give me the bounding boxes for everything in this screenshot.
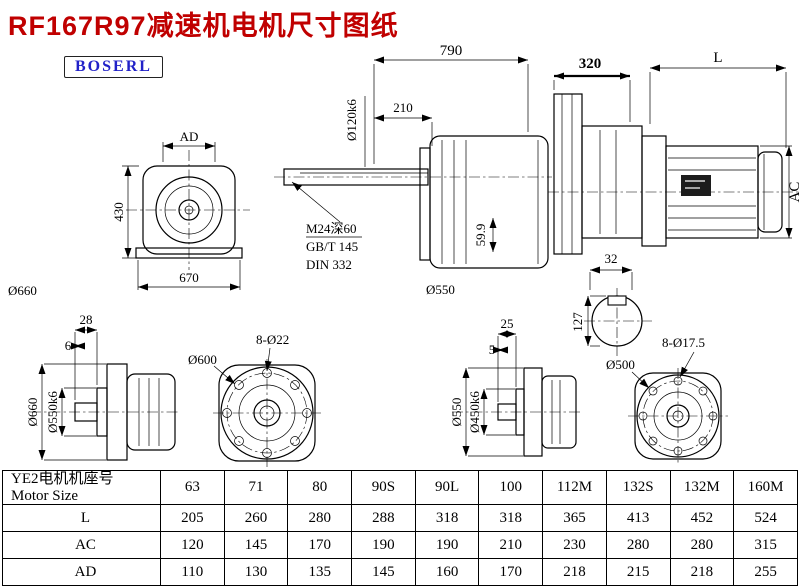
thread-callout: M24深60 — [306, 221, 357, 236]
dim-flange1-spigot: Ø550k6 — [45, 391, 60, 433]
table-cell: 288 — [351, 504, 416, 532]
dim-660-label: Ø660 — [8, 283, 37, 298]
dim-599: 59.9 — [473, 224, 488, 247]
table-cell: 145 — [351, 558, 416, 586]
standard-din: DIN 332 — [306, 257, 352, 272]
dim-500: Ø500 — [606, 357, 635, 372]
table-header-row: YE2电机机座号 Motor Size 63 71 80 90S 90L 100… — [2, 470, 798, 505]
front-view: AD 430 670 Ø660 — [8, 129, 250, 298]
table-cell: 218 — [542, 558, 607, 586]
dim-flange1-od: Ø660 — [25, 398, 40, 427]
table-size-cell: 63 — [160, 470, 225, 505]
motor-size-table: YE2电机机座号 Motor Size 63 71 80 90S 90L 100… — [2, 470, 798, 586]
table-row-AD: AD 110 130 135 145 160 170 218 215 218 2… — [2, 558, 798, 586]
dim-flange2-od: Ø550 — [449, 398, 464, 427]
dim-bolt-holes-1: 8-Ø22 — [256, 332, 289, 347]
table-cell: 260 — [223, 504, 289, 532]
table-cell: 170 — [478, 558, 544, 586]
dim-600: Ø600 — [188, 352, 217, 367]
table-cell: 365 — [542, 504, 607, 532]
standard-gbt: GB/T 145 — [306, 239, 358, 254]
dim-550-label: Ø550 — [426, 282, 455, 297]
dim-430: 430 — [111, 202, 126, 222]
table-size-cell: 132M — [669, 470, 735, 505]
dim-320: 320 — [579, 56, 602, 72]
table-row-L: L 205 260 280 288 318 318 365 413 452 52… — [2, 504, 798, 532]
table-cell: 205 — [160, 504, 225, 532]
flange-side-view-1: Ø660 Ø550k6 28 6 — [25, 312, 180, 461]
table-size-cell: 160M — [733, 470, 798, 505]
dim-flange2-spigot: Ø450k6 — [467, 391, 482, 433]
table-cell: 170 — [287, 531, 353, 559]
row-label: AC — [2, 531, 161, 559]
brand-logo: BOSERL — [64, 56, 163, 78]
dim-28: 28 — [80, 312, 93, 327]
dim-6: 6 — [65, 338, 72, 353]
dim-127: 127 — [570, 312, 585, 332]
table-cell: 255 — [733, 558, 798, 586]
dim-ac: AC — [787, 182, 800, 203]
table-header-en: Motor Size — [11, 487, 79, 504]
table-header-cell: YE2电机机座号 Motor Size — [2, 470, 161, 505]
side-view: 790 210 Ø120k6 M24深60 GB/T 145 DIN 332 5… — [274, 43, 552, 297]
table-size-cell: 100 — [478, 470, 544, 505]
dim-25: 25 — [501, 316, 514, 331]
table-cell: 413 — [605, 504, 671, 532]
table-cell: 120 — [160, 531, 225, 559]
table-cell: 280 — [669, 531, 735, 559]
table-cell: 135 — [287, 558, 353, 586]
dim-5: 5 — [489, 342, 496, 357]
dim-670: 670 — [179, 270, 199, 285]
table-size-cell: 80 — [287, 470, 353, 505]
table-cell: 318 — [478, 504, 544, 532]
table-header-cn: YE2电机机座号 — [11, 471, 114, 487]
row-label: AD — [2, 558, 161, 586]
table-cell: 452 — [669, 504, 735, 532]
table-size-cell: 71 — [223, 470, 289, 505]
dim-shaft-diameter: Ø120k6 — [344, 99, 359, 141]
page-title: RF167R97减速机电机尺寸图纸 — [8, 11, 399, 41]
table-cell: 190 — [351, 531, 416, 559]
flange-face-view-2: Ø500 8-Ø17.5 — [606, 335, 728, 464]
table-size-cell: 132S — [605, 470, 671, 505]
table-cell: 318 — [414, 504, 480, 532]
dim-32: 32 — [605, 251, 618, 266]
flange-side-view-2: Ø550 Ø450k6 25 5 — [449, 316, 582, 457]
table-row-AC: AC 120 145 170 190 190 210 230 280 280 3… — [2, 531, 798, 559]
table-size-cell: 90L — [414, 470, 480, 505]
table-cell: 315 — [733, 531, 798, 559]
table-size-cell: 112M — [542, 470, 607, 505]
table-cell: 524 — [733, 504, 798, 532]
table-cell: 110 — [160, 558, 225, 586]
table-cell: 160 — [414, 558, 480, 586]
table-cell: 218 — [669, 558, 735, 586]
table-cell: 145 — [223, 531, 289, 559]
table-cell: 230 — [542, 531, 607, 559]
row-label: L — [2, 504, 161, 532]
table-cell: 210 — [478, 531, 544, 559]
table-cell: 130 — [223, 558, 289, 586]
table-cell: 215 — [605, 558, 671, 586]
table-size-cell: 90S — [351, 470, 416, 505]
table-cell: 280 — [287, 504, 353, 532]
shaft-section-view: 32 127 — [570, 251, 652, 356]
dim-210: 210 — [393, 100, 413, 115]
dim-ad: AD — [180, 129, 199, 144]
motor-view: 320 L AC — [548, 50, 800, 255]
motor-nameplate — [681, 175, 711, 196]
flange-face-view-1: Ø600 8-Ø22 — [188, 332, 321, 467]
dim-l: L — [713, 50, 722, 66]
dim-bolt-holes-2: 8-Ø17.5 — [662, 335, 705, 350]
table-cell: 190 — [414, 531, 480, 559]
table-cell: 280 — [605, 531, 671, 559]
technical-drawing-canvas: AD 430 670 Ø660 790 — [8, 43, 800, 467]
dim-790: 790 — [440, 43, 463, 59]
